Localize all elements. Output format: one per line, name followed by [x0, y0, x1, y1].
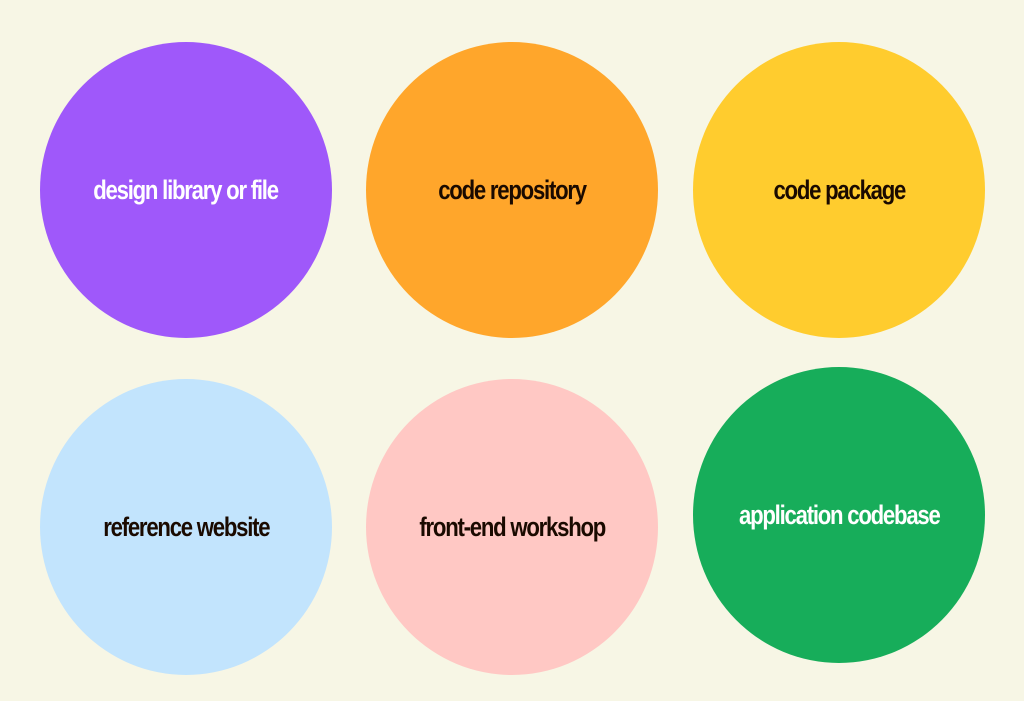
circle-front-end-workshop: front-end workshop [366, 379, 658, 675]
circle-label: front-end workshop [419, 511, 606, 542]
circle-label: application codebase [738, 499, 941, 530]
circle-reference-website: reference website [40, 379, 332, 675]
circle-application-codebase: application codebase [693, 367, 985, 663]
circle-label: code package [773, 174, 906, 205]
circle-label: design library or file [93, 174, 280, 205]
circle-code-package: code package [693, 42, 985, 338]
circle-label: reference website [102, 511, 270, 542]
circle-design-library: design library or file [40, 42, 332, 338]
circle-label: code repository [438, 174, 587, 205]
circle-code-repository: code repository [366, 42, 658, 338]
